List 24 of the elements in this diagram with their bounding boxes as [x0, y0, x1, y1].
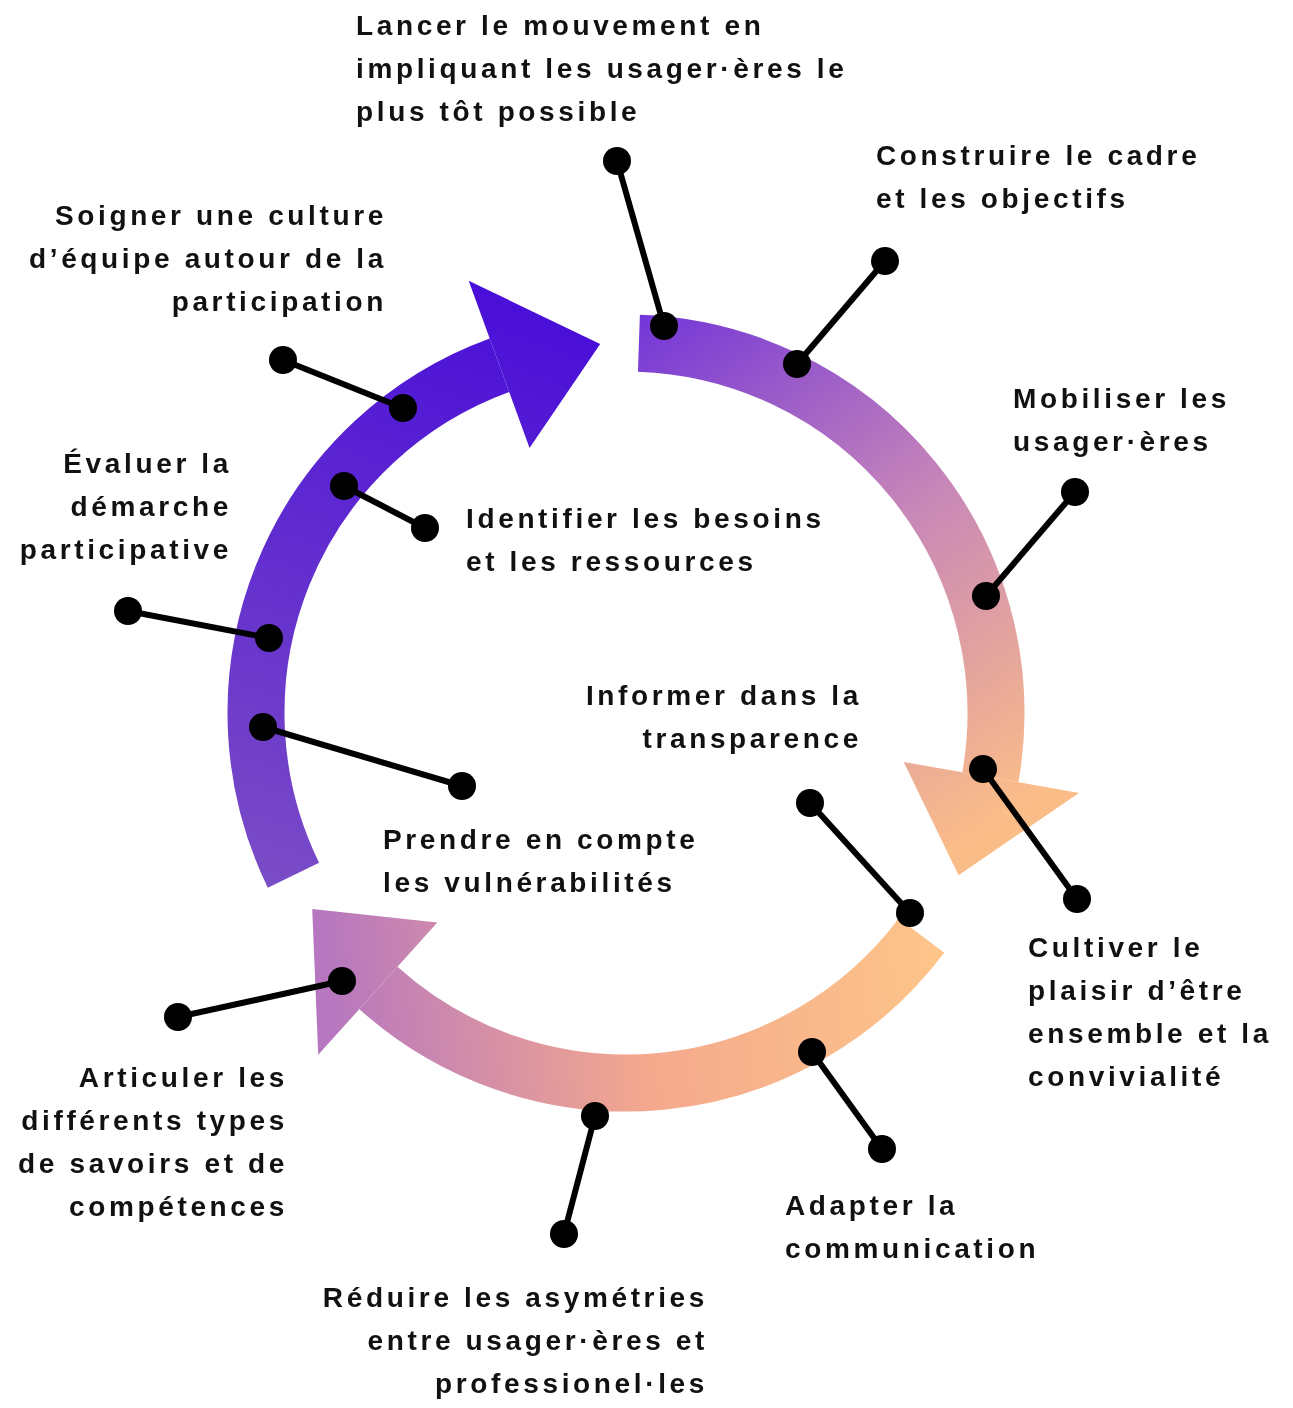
step-label: Lancer le mouvement en impliquant les usager·ères le plus tôt possible	[356, 9, 849, 129]
step-label: Articuler les différents types de savoirs et de compétences	[17, 1061, 288, 1224]
leader-line	[269, 346, 417, 422]
leader-line	[972, 478, 1089, 610]
step-label: Identifier les besoins et les ressources	[466, 502, 826, 579]
leader-line	[603, 147, 678, 340]
leader-line	[330, 472, 439, 542]
leader-line	[969, 755, 1091, 913]
step-label: Réduire les asymétries entre usager·ères et professionel·les	[321, 1281, 708, 1401]
step-label: Soigner une culture d’équipe autour de la participation	[27, 199, 387, 319]
step-label: Informer dans la transparence	[584, 679, 862, 756]
leader-line	[550, 1102, 609, 1248]
step-label: Prendre en compte les vulnérabilités	[383, 823, 700, 900]
leader-line	[114, 597, 283, 652]
leader-line	[796, 789, 924, 927]
step-label: Cultiver le plaisir d’être ensemble et la convivialité	[1028, 931, 1273, 1094]
step-label: Construire le cadre et les objectifs	[876, 139, 1202, 216]
step-label: Évaluer la démarche participative	[18, 447, 232, 567]
leader-line	[798, 1038, 896, 1163]
leader-line	[164, 967, 356, 1031]
step-label: Mobiliser les usager·ères	[1013, 382, 1231, 459]
leader-line	[783, 247, 899, 378]
leader-line	[249, 713, 476, 800]
step-label: Adapter la communication	[785, 1189, 1041, 1266]
